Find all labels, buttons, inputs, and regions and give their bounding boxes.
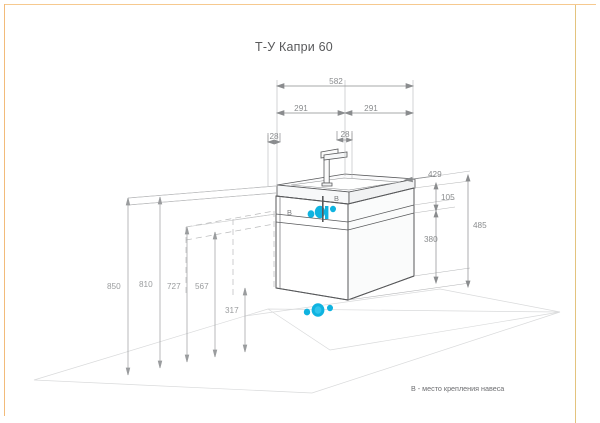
dimension-567 xyxy=(212,231,218,358)
mount-marker-icon xyxy=(314,205,326,219)
dimension-label-567: 567 xyxy=(195,282,209,291)
dimension-28-left xyxy=(266,133,282,145)
mount-markers-lower xyxy=(303,303,333,317)
floor-plane xyxy=(33,288,561,394)
dimension-850 xyxy=(125,197,131,376)
dimension-label-429: 429 xyxy=(428,170,442,179)
mount-label-left: В xyxy=(287,208,292,217)
dimension-810 xyxy=(157,196,163,369)
mount-label-right: В xyxy=(334,194,339,203)
page-frame-left-border xyxy=(4,4,5,416)
dimension-28-right xyxy=(335,131,354,143)
mount-marker-inner-icon xyxy=(314,306,322,314)
dimension-380 xyxy=(433,209,439,285)
mount-marker-icon xyxy=(325,206,329,219)
mount-marker-icon xyxy=(303,308,311,316)
mount-marker-icon xyxy=(330,205,336,213)
dimension-label-28-left: 28 xyxy=(269,132,279,141)
dimension-label-380: 380 xyxy=(424,235,438,244)
dimension-label-850: 850 xyxy=(107,282,121,291)
mount-markers-upper xyxy=(307,196,336,222)
dimension-label-727: 727 xyxy=(167,282,181,291)
page-title: Т-У Капри 60 xyxy=(255,40,333,54)
dimension-291-left xyxy=(275,110,347,116)
dimension-label-485: 485 xyxy=(473,221,487,230)
dimension-582 xyxy=(275,83,415,89)
dimension-label-582: 582 xyxy=(329,77,343,86)
dimension-label-291-left: 291 xyxy=(294,104,308,113)
vanity-cabinet xyxy=(275,187,415,301)
mount-center-line xyxy=(322,196,324,222)
dimension-727 xyxy=(184,226,190,363)
dimension-label-28-right: 28 xyxy=(340,130,350,139)
dimension-label-291-right: 291 xyxy=(364,104,378,113)
dimension-label-317: 317 xyxy=(225,306,239,315)
page-frame-right-border xyxy=(575,5,576,423)
dimension-291-right xyxy=(343,110,415,116)
dimension-label-105: 105 xyxy=(441,193,455,202)
dimension-105 xyxy=(433,181,439,213)
mount-marker-icon xyxy=(327,304,333,312)
dimension-429 xyxy=(403,175,436,183)
top-dimension-extension-lines xyxy=(267,80,414,186)
right-dimension-extension-lines xyxy=(347,170,471,301)
page-frame-top-border xyxy=(4,4,596,5)
wall-reference-lines xyxy=(127,185,277,206)
dimension-485 xyxy=(465,173,471,289)
dimension-317 xyxy=(242,287,248,353)
hidden-construction-lines xyxy=(185,210,275,295)
dimension-label-810: 810 xyxy=(139,280,153,289)
faucet xyxy=(320,148,348,187)
cabinet-drawer-divisions xyxy=(275,204,415,231)
mount-legend-note: В - место крепления навеса xyxy=(411,384,505,393)
mount-marker-icon xyxy=(307,210,315,218)
left-dimension-extension-lines xyxy=(127,185,277,228)
